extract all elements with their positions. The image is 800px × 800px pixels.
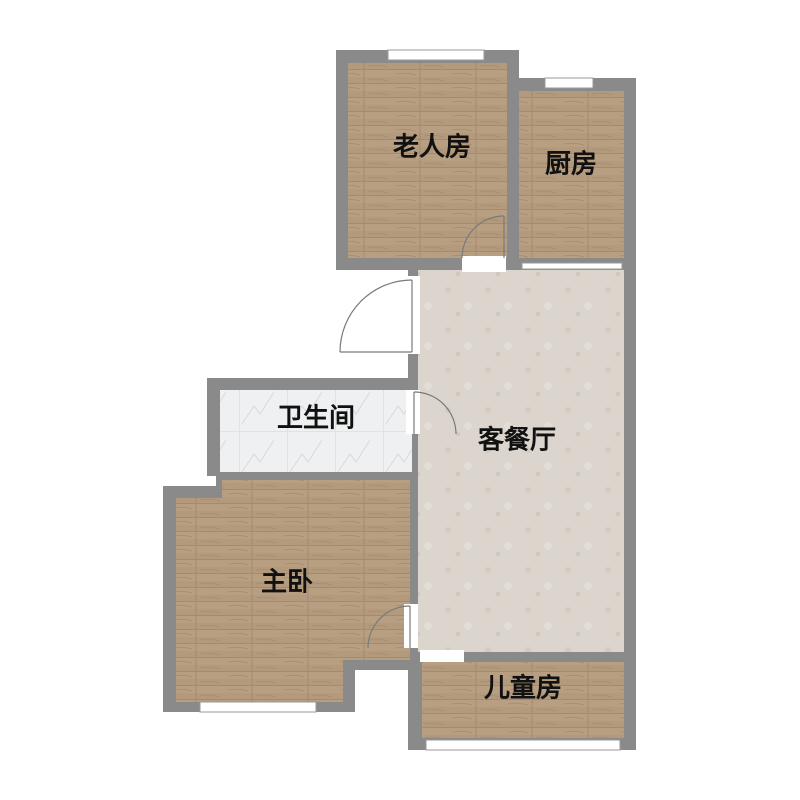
doors [339,215,506,662]
label-children-room: 儿童房 [484,673,562,704]
windows [199,49,623,751]
window-kitchen-living [521,262,623,270]
label-kitchen: 厨房 [545,150,597,180]
label-bathroom: 卫生间 [277,404,355,434]
label-elder-room: 老人房 [393,133,471,163]
floor-kitchen [519,91,624,258]
window-children-room [425,739,621,751]
window-master-bedroom [199,701,317,713]
floor-master-bedroom [176,480,410,702]
label-master-bedroom: 主卧 [261,568,313,598]
floor-bathroom [220,390,412,472]
window-kitchen [544,77,594,89]
label-living-dining: 客餐厅 [478,425,556,456]
floor-living-dining [418,270,624,652]
floor-elder-room [348,63,507,258]
window-elder-room [387,49,485,61]
floor-children-room [422,662,624,738]
